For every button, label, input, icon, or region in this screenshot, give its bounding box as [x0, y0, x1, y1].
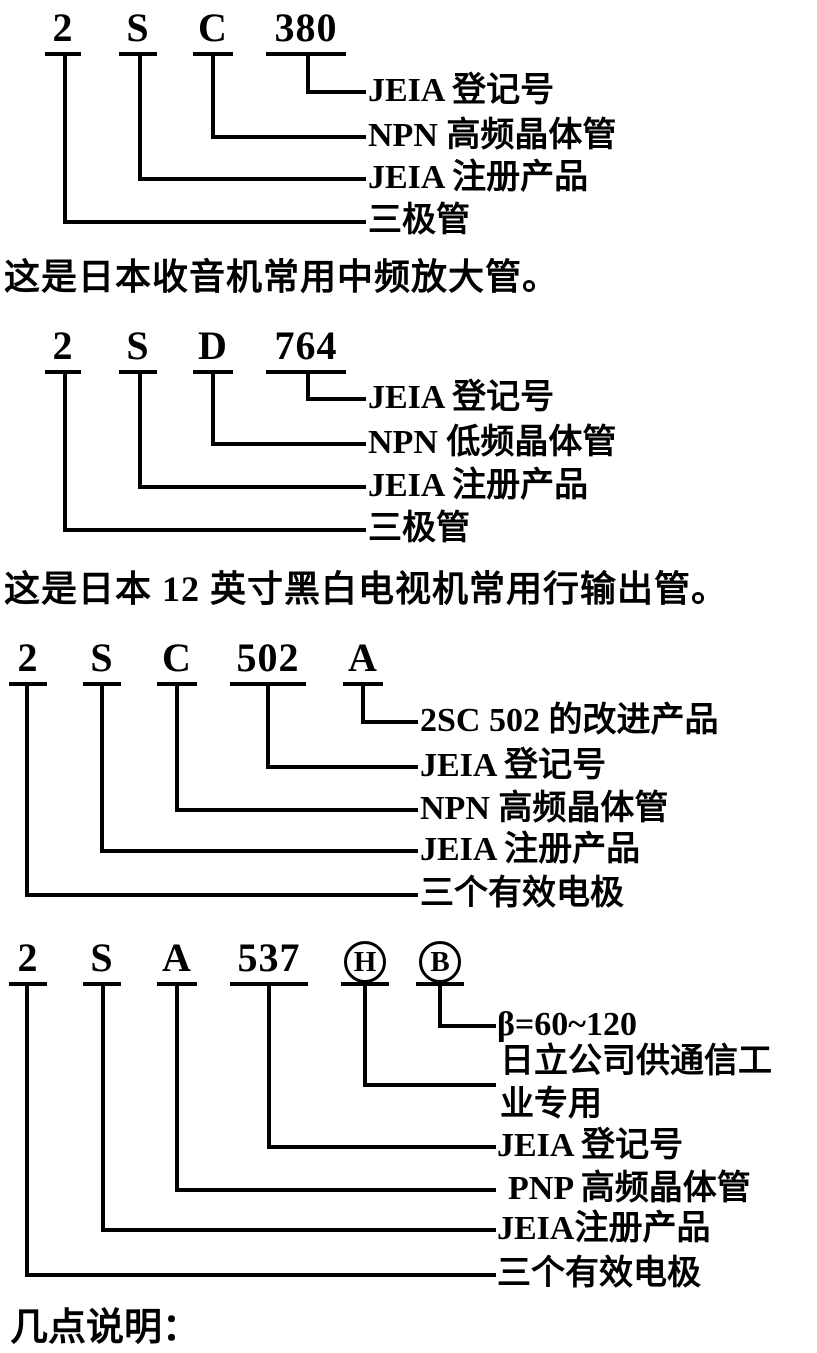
connector-line: [363, 982, 496, 1087]
diagram-label: JEIA 登记号: [497, 1127, 684, 1164]
code-part-letter: S: [119, 324, 157, 374]
connector-line: [175, 682, 418, 812]
connector-line: [267, 982, 496, 1149]
naming-diagram-2sa537hb: 2 S A 537 H B β=60~120 日立公司供通信工 业专用 JEIA…: [0, 930, 817, 1306]
caption-text: 这是日本 12 英寸黑白电视机常用行输出管。: [4, 569, 729, 609]
diagram-label: JEIA 注册产品: [368, 159, 589, 196]
diagram-label: 三个有效电极: [420, 875, 624, 912]
code-part-digit: 2: [9, 936, 47, 986]
code-part-circled-b: B: [416, 936, 464, 986]
circled-letter: B: [419, 940, 461, 983]
diagram-label: NPN 高频晶体管: [420, 790, 669, 827]
diagram-label: PNP 高频晶体管: [508, 1170, 751, 1207]
connector-line: [211, 370, 366, 446]
naming-diagram-2sc380: 2 S C 380 JEIA 登记号 NPN 高频晶体管 JEIA 注册产品 三…: [0, 0, 817, 318]
code-part-letter: D: [193, 324, 233, 374]
diagram-label-line1: 日立公司供通信工: [500, 1043, 772, 1080]
code-part-letter: S: [83, 636, 121, 686]
connector-line: [138, 370, 366, 489]
section-heading: 几点说明：: [10, 1307, 201, 1349]
code-part-letter: S: [119, 6, 157, 56]
code-part-letter: A: [157, 936, 197, 986]
diagram-label: JEIA 登记号: [368, 379, 555, 416]
connector-line: [101, 982, 496, 1232]
connector-line: [211, 52, 366, 139]
diagram-label: JEIA注册产品: [497, 1210, 711, 1247]
diagram-label: 三极管: [368, 202, 470, 239]
diagram-label: NPN 低频晶体管: [368, 424, 617, 461]
diagram-label: JEIA 注册产品: [368, 467, 589, 504]
code-part-number: 537: [230, 936, 308, 986]
connector-line: [25, 982, 496, 1277]
code-part-digit: 2: [45, 6, 81, 56]
code-part-suffix: A: [343, 636, 383, 686]
connector-line: [175, 982, 496, 1192]
connector-line: [306, 370, 366, 401]
diagram-label: JEIA 登记号: [420, 747, 607, 784]
diagram-label-line2: 业专用: [500, 1086, 602, 1123]
connector-line: [266, 682, 418, 769]
code-part-number: 502: [230, 636, 306, 686]
naming-diagram-2sc502a: 2 S C 502 A 2SC 502 的改进产品 JEIA 登记号 NPN 高…: [0, 630, 817, 930]
connector-line: [361, 682, 418, 724]
code-part-circled-h: H: [341, 936, 389, 986]
code-part-letter: C: [157, 636, 197, 686]
diagram-label: 三个有效电极: [497, 1255, 701, 1292]
diagram-label: 2SC 502 的改进产品: [420, 702, 719, 739]
code-part-number: 764: [266, 324, 346, 374]
diagram-label: 三极管: [368, 510, 470, 547]
diagram-label: JEIA 注册产品: [420, 831, 641, 868]
caption-text: 这是日本收音机常用中频放大管。: [4, 257, 560, 297]
connector-line: [138, 52, 366, 181]
connector-line: [100, 682, 418, 853]
code-part-letter: S: [83, 936, 121, 986]
diagram-label: β=60~120: [497, 1006, 637, 1043]
code-part-number: 380: [266, 6, 346, 56]
diagram-label: JEIA 登记号: [368, 72, 555, 109]
connector-line: [306, 52, 366, 94]
connector-line: [438, 982, 496, 1028]
connector-line: [25, 682, 418, 897]
code-part-letter: C: [193, 6, 233, 56]
code-part-digit: 2: [9, 636, 47, 686]
code-part-digit: 2: [45, 324, 81, 374]
circled-letter: H: [344, 940, 386, 983]
naming-diagram-2sd764: 2 S D 764 JEIA 登记号 NPN 低频晶体管 JEIA 注册产品 三…: [0, 318, 817, 630]
diagram-label: NPN 高频晶体管: [368, 117, 617, 154]
connector-line: [63, 370, 366, 532]
connector-line: [63, 52, 366, 224]
